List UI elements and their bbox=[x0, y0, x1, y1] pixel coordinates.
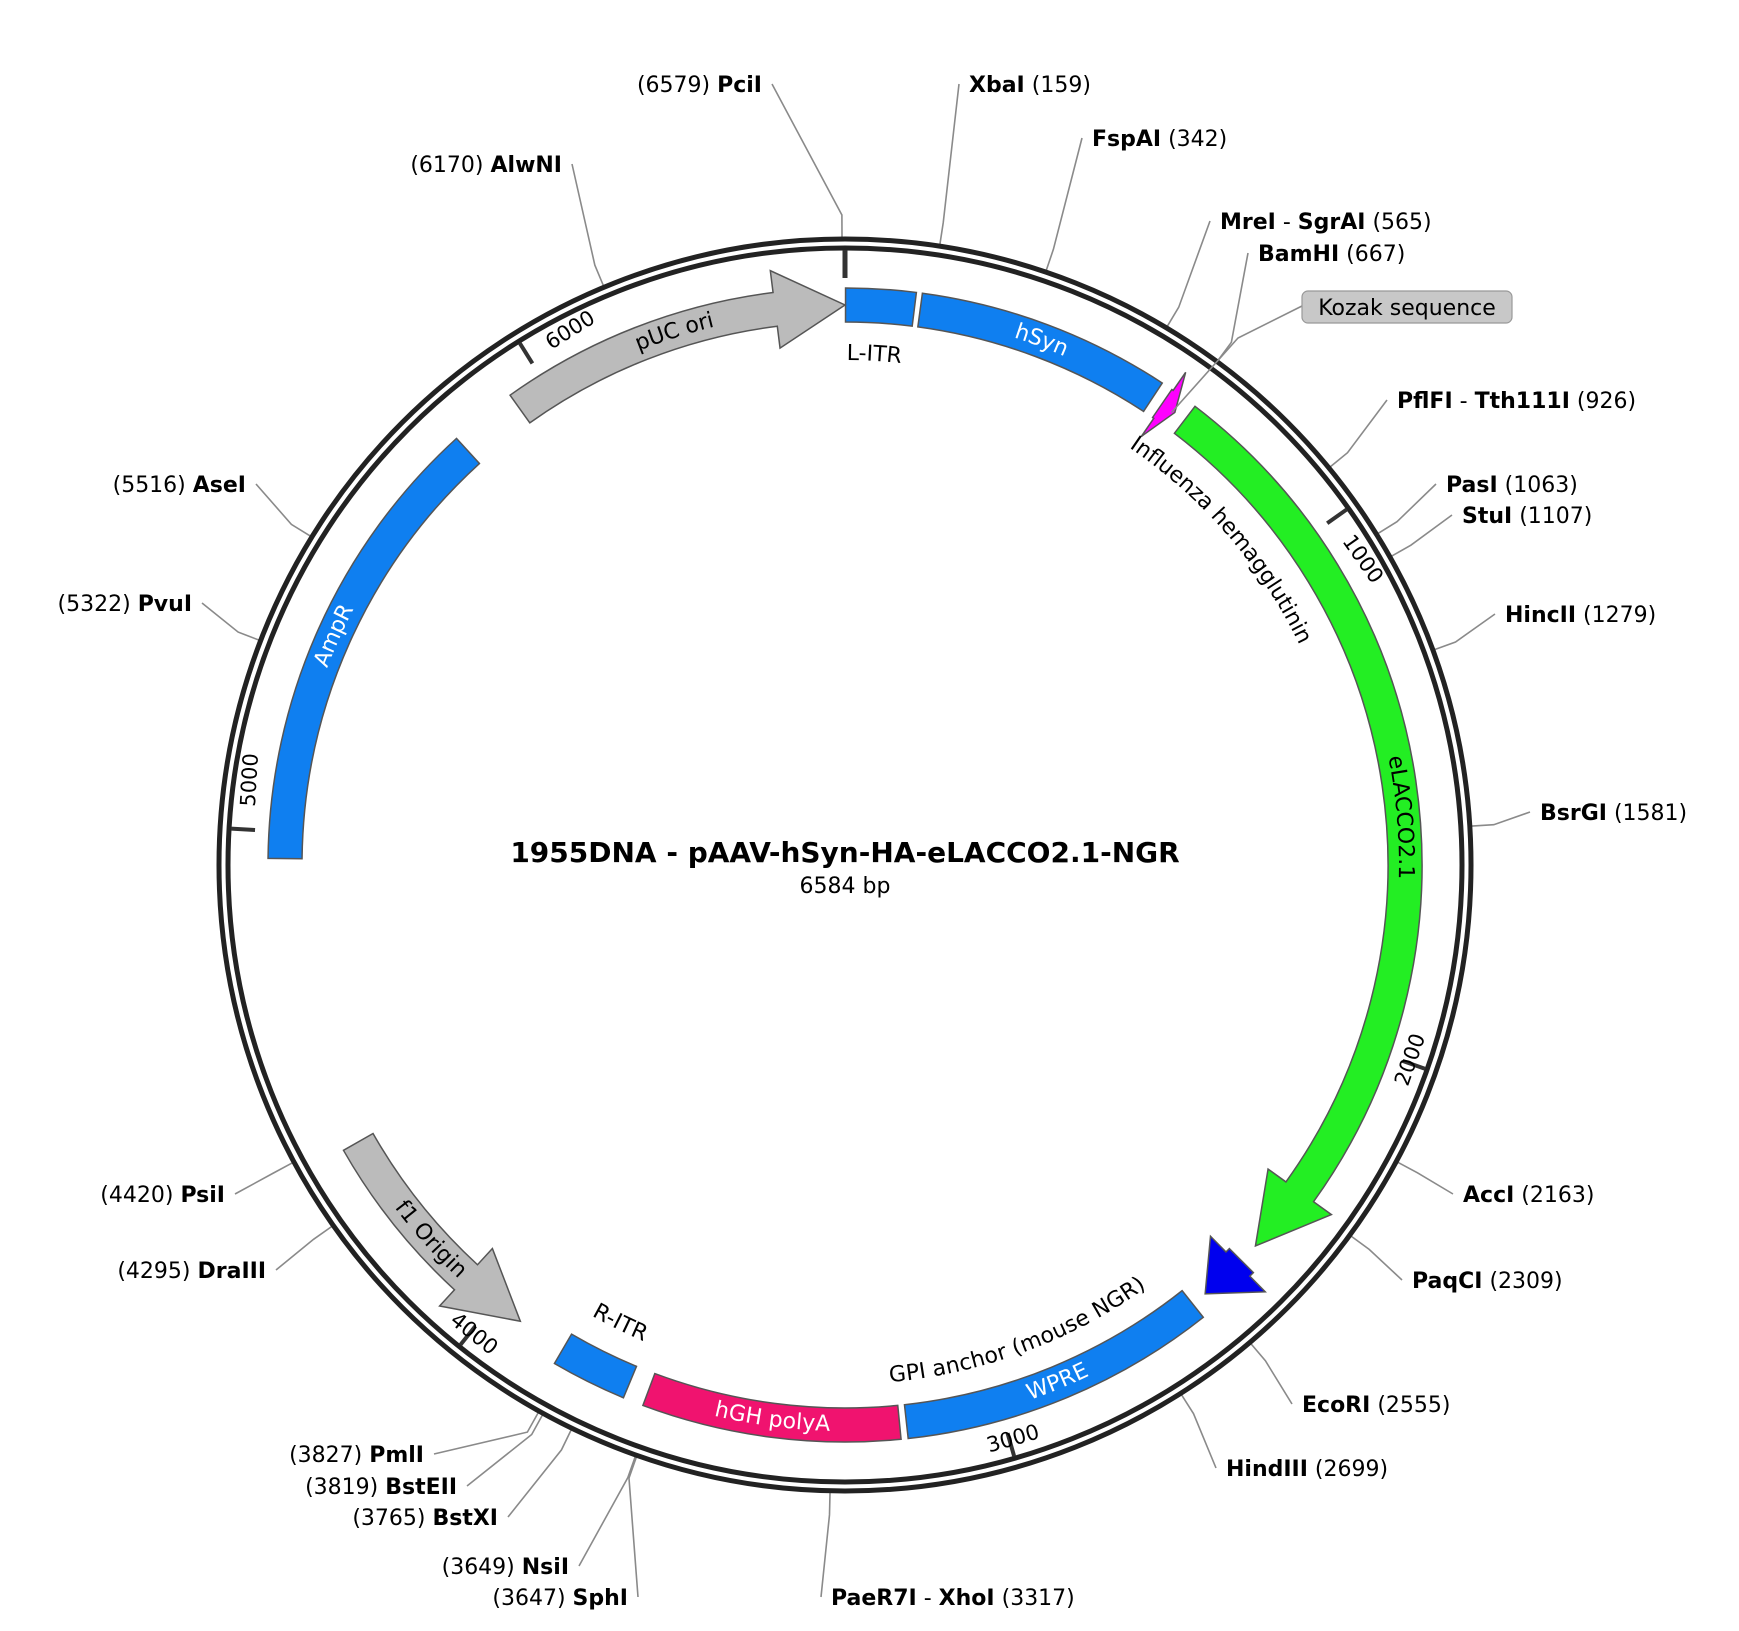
feature-l-itr bbox=[844, 287, 918, 328]
tick-mark bbox=[1401, 1058, 1426, 1071]
plasmid-title: 1955DNA - pAAV-hSyn-HA-eLACCO2.1-NGR bbox=[510, 836, 1179, 869]
site-fspai: FspAI (342) bbox=[1092, 127, 1227, 152]
leader-acci bbox=[1397, 1161, 1454, 1195]
site-sphi: (3647) SphI bbox=[492, 1586, 628, 1611]
tick-label: 5000 bbox=[236, 753, 263, 808]
site-stui: StuI (1107) bbox=[1462, 504, 1592, 529]
site-acci: AccI (2163) bbox=[1463, 1183, 1594, 1208]
leader-bsteii bbox=[466, 1414, 544, 1487]
leader-stui bbox=[1391, 514, 1453, 557]
feature-label-r-itr: R-ITR bbox=[589, 1299, 652, 1347]
feature-wpre bbox=[903, 1289, 1205, 1440]
site-asei: (5516) AseI bbox=[113, 473, 246, 498]
leader-nsii bbox=[578, 1456, 636, 1567]
site-ecori: EcoRI (2555) bbox=[1302, 1393, 1450, 1418]
feature-hgh-polya bbox=[641, 1372, 902, 1443]
kozak-label: Kozak sequence bbox=[1318, 296, 1496, 321]
tick-mark bbox=[1005, 1432, 1017, 1457]
leader-psii bbox=[234, 1162, 293, 1195]
site-hincii: HincII (1279) bbox=[1505, 603, 1656, 628]
site-alwni: (6170) AlwNI bbox=[410, 153, 562, 178]
kozak-leader bbox=[1170, 305, 1303, 414]
site-pvui: (5322) PvuI bbox=[58, 592, 192, 617]
site-bstxi: (3765) BstXI bbox=[352, 1506, 498, 1531]
tick-mark bbox=[1326, 507, 1348, 525]
plasmid-length: 6584 bp bbox=[800, 874, 891, 899]
feature-label-f1-origin: f1 Origin bbox=[390, 1196, 472, 1283]
kozak-label-box bbox=[1301, 290, 1513, 324]
feature-f1-origin bbox=[342, 1132, 522, 1323]
feature-influenza-hemagglutinin bbox=[1140, 371, 1187, 438]
tick-mark bbox=[518, 342, 535, 365]
site-hindiii: HindIII (2699) bbox=[1226, 1457, 1388, 1482]
leader-pcii bbox=[771, 83, 843, 238]
feature-label-l-itr: L-ITR bbox=[847, 341, 903, 369]
leader-bsrgi bbox=[1471, 811, 1531, 827]
site-pmli: (3827) PmlI bbox=[289, 1443, 424, 1468]
leader-pasi bbox=[1377, 483, 1437, 535]
annotations: Kozak sequence bbox=[1170, 290, 1513, 414]
site-bsrgi: BsrGI (1581) bbox=[1540, 801, 1687, 826]
restriction-sites: (6579) PciI XbaI (159) FspAI (342) (6170) A… bbox=[58, 73, 1688, 1611]
leader-xbai bbox=[939, 83, 960, 245]
leader-hindiii bbox=[1181, 1394, 1217, 1469]
leader-pvui bbox=[201, 602, 259, 641]
tick-mark bbox=[230, 826, 256, 833]
site-bsteii: (3819) BstEII bbox=[305, 1475, 457, 1500]
leader-mrei-sgrai bbox=[1166, 220, 1211, 327]
site-paqci: PaqCI (2309) bbox=[1412, 1269, 1563, 1294]
site-nsii: (3649) NsiI bbox=[442, 1555, 569, 1580]
leader-draiii bbox=[275, 1225, 333, 1271]
leader-bstxi bbox=[507, 1429, 572, 1518]
feature-r-itr bbox=[553, 1333, 638, 1399]
backbone-circle bbox=[216, 236, 1474, 1494]
leader-pflfi-tth111i bbox=[1329, 399, 1388, 468]
site-xbai: XbaI (159) bbox=[969, 73, 1091, 98]
site-pflfi-tth111i: PflFI - Tth111I (926) bbox=[1397, 389, 1636, 414]
site-pcii: (6579) PciI bbox=[637, 73, 762, 98]
leader-fspai bbox=[1045, 137, 1083, 271]
leader-paqci bbox=[1350, 1235, 1403, 1281]
leader-pmli bbox=[433, 1412, 539, 1455]
feature-gpi-anchor bbox=[1204, 1234, 1267, 1295]
leader-ecori bbox=[1250, 1343, 1293, 1405]
site-psii: (4420) PsiI bbox=[100, 1183, 225, 1208]
site-pasi: PasI (1063) bbox=[1446, 473, 1578, 498]
feature-elacco2-1 bbox=[1173, 405, 1423, 1248]
leader-asei bbox=[255, 483, 311, 537]
leader-hincii bbox=[1434, 613, 1496, 651]
tick-mark bbox=[458, 1324, 477, 1347]
leader-sphi bbox=[628, 1457, 639, 1598]
site-bamhi: BamHI (667) bbox=[1258, 242, 1405, 267]
site-paer7i-xhoi: PaeR7I - XhoI (3317) bbox=[831, 1586, 1075, 1611]
site-mrei-sgrai: MreI - SgrAI (565) bbox=[1220, 210, 1432, 235]
site-draiii: (4295) DraIII bbox=[117, 1259, 266, 1284]
feature-ampr bbox=[267, 437, 481, 860]
leader-alwni bbox=[571, 163, 605, 286]
feature-puc-ori bbox=[509, 269, 847, 424]
feature-hsyn bbox=[917, 292, 1164, 413]
leader-paer7i-xhoi bbox=[820, 1492, 831, 1598]
